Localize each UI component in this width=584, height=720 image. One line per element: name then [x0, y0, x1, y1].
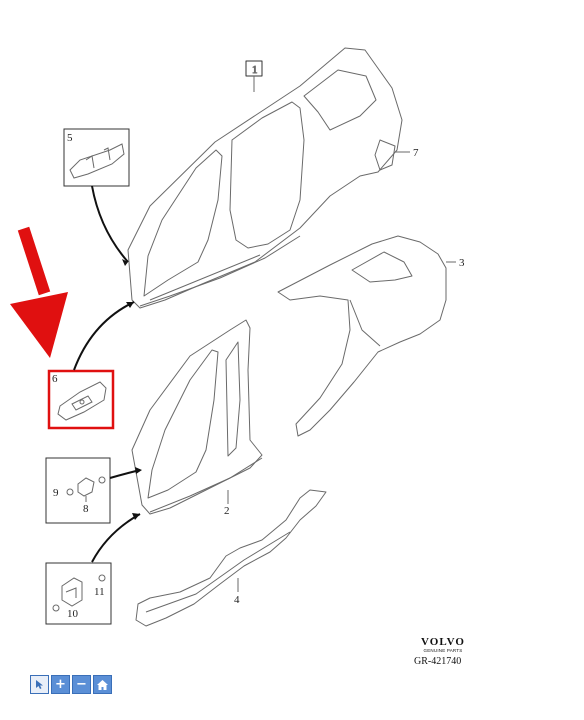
arrowhead-5	[122, 259, 128, 266]
part-3-rear-panel[interactable]	[277, 235, 447, 437]
brand-subtitle: GENUINE PARTS	[423, 648, 463, 653]
callout-3: 3	[459, 257, 465, 269]
callout-2: 2	[224, 505, 230, 517]
home-icon[interactable]	[93, 675, 112, 694]
callout-6: 6	[52, 373, 58, 385]
callout-10: 10	[67, 608, 79, 620]
part-10-bracket	[52, 574, 106, 612]
callout-5: 5	[67, 132, 73, 144]
part-4-sill[interactable]	[135, 489, 327, 627]
part-5-bracket	[69, 143, 125, 179]
callout-11: 11	[94, 586, 105, 598]
callout-7: 7	[413, 147, 419, 159]
inset-8-9[interactable]: 9 8	[45, 457, 111, 524]
arrowhead-6	[126, 302, 134, 308]
arrowhead-10	[132, 513, 140, 520]
callout-1: 1	[252, 64, 258, 76]
zoom-in-button[interactable]: +	[51, 675, 70, 694]
drawing-number: GR-421740	[414, 656, 462, 667]
zoom-toolbar: + −	[30, 675, 112, 694]
part-8-clip	[66, 476, 106, 497]
brand-logo: VOLVO	[421, 636, 465, 648]
connector-5	[91, 185, 129, 263]
arrowhead-8	[135, 467, 142, 474]
connector-6	[73, 301, 135, 371]
part-6-plate	[57, 381, 107, 421]
callout-8: 8	[83, 503, 89, 515]
inset-10-11[interactable]: 10 11	[45, 562, 112, 625]
cursor-icon[interactable]	[30, 675, 49, 694]
zoom-out-button[interactable]: −	[72, 675, 91, 694]
connector-8	[109, 469, 141, 479]
highlight-arrow	[10, 226, 68, 358]
callout-9: 9	[53, 487, 59, 499]
part-2-pillar-section[interactable]	[131, 319, 263, 515]
inset-5[interactable]: 5	[63, 128, 130, 187]
callout-4: 4	[234, 594, 240, 606]
brand-mark: VOLVO GENUINE PARTS	[415, 636, 471, 653]
part-1-side-panel[interactable]	[127, 47, 403, 309]
inset-6[interactable]: 6	[47, 369, 115, 430]
